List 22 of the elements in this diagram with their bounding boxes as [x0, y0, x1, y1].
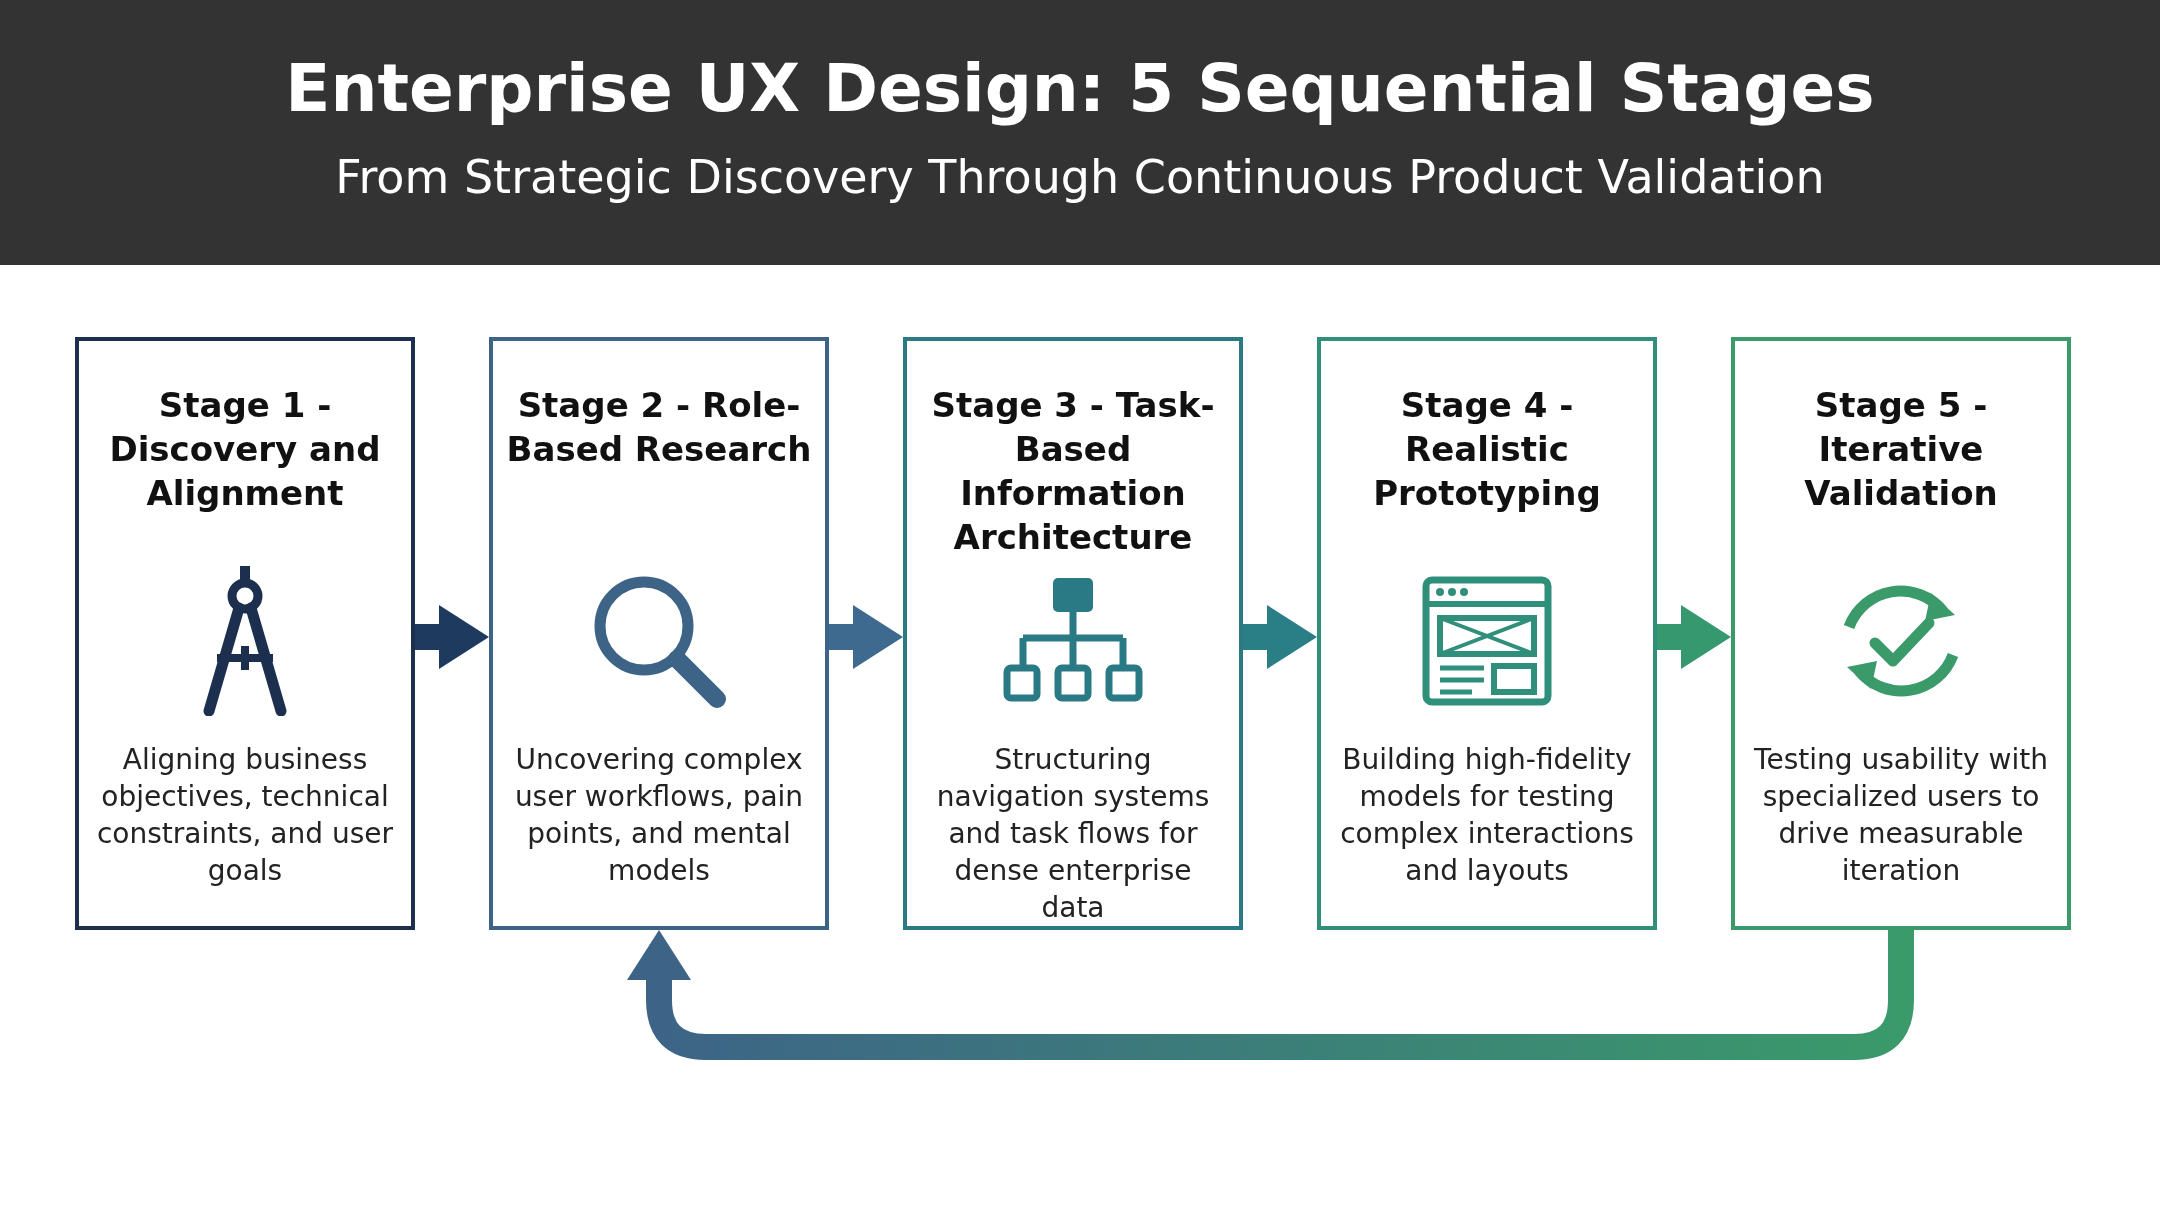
stage-description: Building high-fidelity models for testing complex interactions and layouts [1339, 742, 1635, 889]
stage-title: Stage 4 - Realistic Prototyping [1372, 384, 1602, 515]
stage-title: Stage 2 - Role-Based Research [505, 384, 813, 471]
stage-title: Stage 1 - Discovery and Alignment [108, 384, 382, 515]
subtitle: From Strategic Discovery Through Continuous Product Validation [334, 150, 1826, 204]
arrow [1657, 605, 1731, 669]
stage-description: Aligning business objectives, technical constraints, and user goals [95, 742, 395, 889]
stage-description: Structuring navigation systems and task flows for dense enterprise data [935, 742, 1211, 926]
stage-title: Stage 5 - Iterative Validation [1803, 384, 1999, 515]
stage-description: Testing usability with specialized users to drive measurable iteration [1753, 742, 2049, 889]
stage-description: Uncovering complex user workflows, pain points, and mental models [513, 742, 805, 889]
stage-card [1317, 337, 1657, 930]
arrow [415, 605, 489, 669]
stage-title: Stage 3 - Task-Based Information Architecture [930, 384, 1216, 559]
arrow [627, 930, 1914, 1060]
stage-card [489, 337, 829, 930]
stage-card [1731, 337, 2071, 930]
stage-card [75, 337, 415, 930]
stage-card [903, 337, 1243, 930]
title: Enterprise UX Design: 5 Sequential Stages [284, 50, 1876, 127]
arrow [1243, 605, 1317, 669]
arrow [829, 605, 903, 669]
